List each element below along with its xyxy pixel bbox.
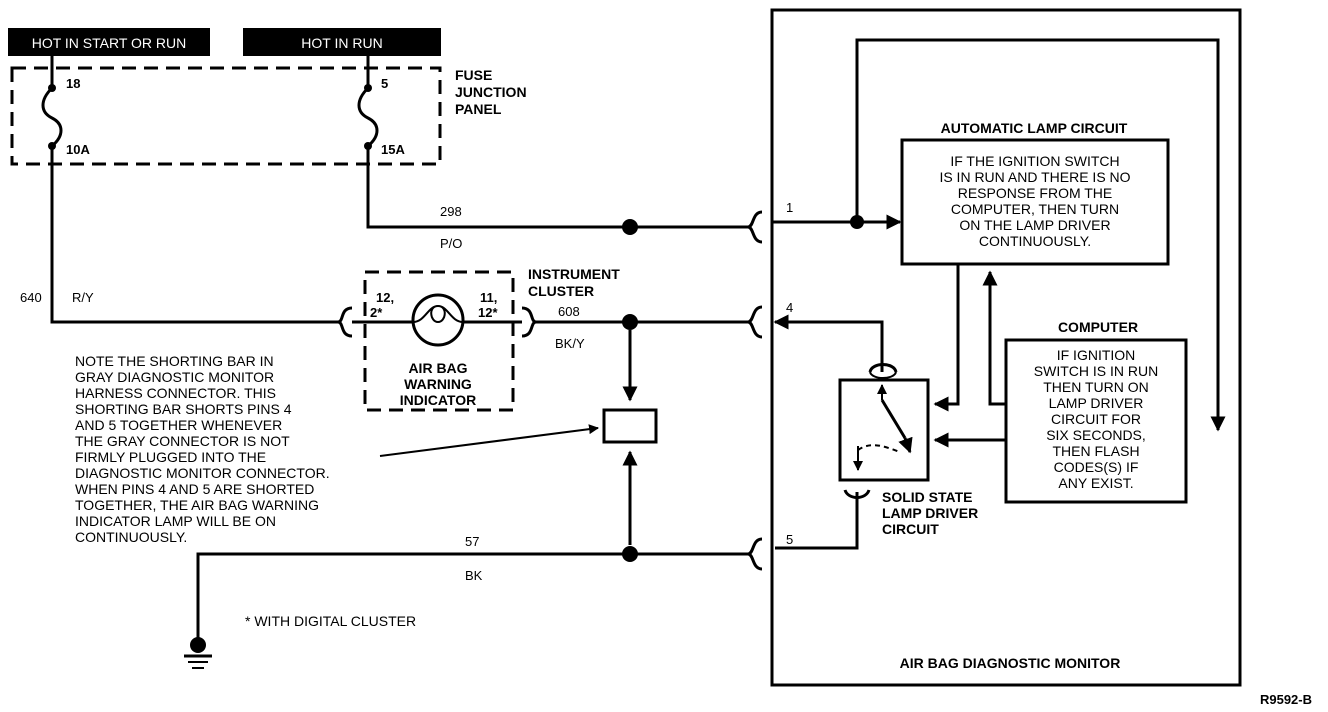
warning-lamp-icon: [352, 293, 522, 347]
cluster-pin-left-2: 2*: [370, 305, 383, 320]
computer-text: IF IGNITION SWITCH IS IN RUN THEN TURN O…: [1034, 347, 1158, 491]
monitor-pin-1: 1: [786, 200, 793, 215]
fuse-panel-label-1: FUSE: [455, 67, 492, 83]
computer-line: CODES(S) IF: [1054, 459, 1139, 475]
cluster-pin-right-2: 12*: [478, 305, 498, 320]
cluster-connector-left: [337, 306, 353, 338]
wire-640-color: R/Y: [72, 290, 94, 305]
driver-label-2: LAMP DRIVER: [882, 505, 978, 521]
wire-608-color: BK/Y: [555, 336, 585, 351]
note-line: SHORTING BAR SHORTS PINS 4: [75, 401, 292, 417]
wire-298: [366, 146, 748, 229]
header-label-start-run: HOT IN START OR RUN: [32, 35, 187, 51]
driver-to-pin4: [773, 314, 884, 372]
note-line: AND 5 TOGETHER WHENEVER: [75, 417, 282, 433]
auto-lamp-line: CONTINUOUSLY.: [979, 233, 1091, 249]
computer-box: [1004, 338, 1188, 504]
indicator-label-3: INDICATOR: [400, 392, 476, 408]
note-line: HARNESS CONNECTOR. THIS: [75, 385, 276, 401]
computer-line: SWITCH IS IN RUN: [1034, 363, 1158, 379]
wire-608-number: 608: [558, 304, 580, 319]
computer-title: COMPUTER: [1058, 319, 1138, 335]
digital-cluster-footnote: * WITH DIGITAL CLUSTER: [245, 613, 416, 629]
computer-line: CIRCUIT FOR: [1051, 411, 1141, 427]
monitor-pin-4: 4: [786, 300, 793, 315]
driver-switch-icon: [843, 363, 913, 499]
wire-57-color: BK: [465, 568, 483, 583]
lamp-driver-box: [838, 378, 930, 482]
driver-to-pin5: [775, 492, 859, 550]
fuse-5-amp: 15A: [381, 142, 405, 157]
indicator-label-2: WARNING: [404, 376, 472, 392]
connector-pin-5: [747, 537, 763, 571]
fuse-18: [41, 56, 63, 150]
lamp-circuit-to-driver: [933, 264, 960, 412]
computer-line: ANY EXIST.: [1058, 475, 1133, 491]
diagnostic-monitor-title: AIR BAG DIAGNOSTIC MONITOR: [900, 655, 1121, 671]
driver-label-1: SOLID STATE: [882, 489, 972, 505]
wire-57: [196, 552, 748, 640]
indicator-label-1: AIR BAG: [408, 360, 467, 376]
auto-lamp-line: RESPONSE FROM THE: [958, 185, 1113, 201]
auto-lamp-title: AUTOMATIC LAMP CIRCUIT: [941, 120, 1128, 136]
computer-line: THEN FLASH: [1052, 443, 1139, 459]
note-line: DIAGNOSTIC MONITOR CONNECTOR.: [75, 465, 330, 481]
fuse-5: [357, 56, 379, 150]
shorting-bar-note: NOTE THE SHORTING BAR IN GRAY DIAGNOSTIC…: [75, 353, 330, 545]
driver-label-3: CIRCUIT: [882, 521, 939, 537]
connector-pin-4: [747, 305, 763, 339]
auto-lamp-circuit-box: [900, 138, 1170, 266]
computer-line: LAMP DRIVER: [1049, 395, 1144, 411]
computer-line: THEN TURN ON: [1043, 379, 1149, 395]
note-line: CONTINUOUSLY.: [75, 529, 187, 545]
note-line: GRAY DIAGNOSTIC MONITOR: [75, 369, 274, 385]
note-line: THE GRAY CONNECTOR IS NOT: [75, 433, 290, 449]
fuse-panel-label-2: JUNCTION: [455, 84, 527, 100]
fuse-panel-label-3: PANEL: [455, 101, 502, 117]
shorting-bar: [602, 408, 658, 444]
header-bar-start-run: [8, 28, 210, 56]
header-bar-run: [243, 28, 441, 56]
wire-298-color: P/O: [440, 236, 462, 251]
note-pointer-arrow: [379, 424, 599, 457]
splice-57: [622, 546, 638, 562]
auto-lamp-line: IS IN RUN AND THERE IS NO: [939, 169, 1130, 185]
note-line: NOTE THE SHORTING BAR IN: [75, 353, 274, 369]
diagnostic-monitor-box: [770, 8, 1242, 687]
auto-lamp-line: ON THE LAMP DRIVER: [959, 217, 1110, 233]
fuse-5-number: 5: [381, 76, 388, 91]
cluster-pin-left-1: 12,: [376, 290, 394, 305]
note-line: TOGETHER, THE AIR BAG WARNING: [75, 497, 319, 513]
ignition-feed-to-computer: [855, 38, 1226, 432]
fuse-18-number: 18: [66, 76, 80, 91]
cluster-connector-right: [521, 306, 537, 338]
fuse-18-amp: 10A: [66, 142, 90, 157]
wire-298-number: 298: [440, 204, 462, 219]
connector-pin-1: [747, 210, 763, 244]
monitor-pin-5: 5: [786, 532, 793, 547]
splice-298: [622, 219, 638, 235]
auto-lamp-line: IF THE IGNITION SWITCH: [950, 153, 1119, 169]
fuse-junction-panel-box: [10, 66, 442, 166]
cluster-title-2: CLUSTER: [528, 283, 594, 299]
splice-608: [622, 314, 638, 330]
auto-lamp-text: IF THE IGNITION SWITCH IS IN RUN AND THE…: [939, 153, 1130, 249]
computer-line: SIX SECONDS,: [1046, 427, 1146, 443]
auto-lamp-line: COMPUTER, THEN TURN: [951, 201, 1119, 217]
note-line: FIRMLY PLUGGED INTO THE: [75, 449, 266, 465]
instrument-cluster-box: [363, 270, 515, 412]
cluster-pin-right-1: 11,: [480, 290, 497, 305]
wire-640-number: 640: [20, 290, 42, 305]
header-label-run: HOT IN RUN: [301, 35, 382, 51]
wire-57-number: 57: [465, 534, 479, 549]
computer-line: IF IGNITION: [1057, 347, 1136, 363]
computer-to-lamp-circuit: [982, 270, 1006, 406]
note-line: WHEN PINS 4 AND 5 ARE SHORTED: [75, 481, 314, 497]
figure-id: R9592-B: [1260, 692, 1312, 707]
wire-640: [50, 146, 338, 324]
cluster-title-1: INSTRUMENT: [528, 266, 620, 282]
note-line: INDICATOR LAMP WILL BE ON: [75, 513, 276, 529]
ground-icon: [184, 637, 212, 669]
